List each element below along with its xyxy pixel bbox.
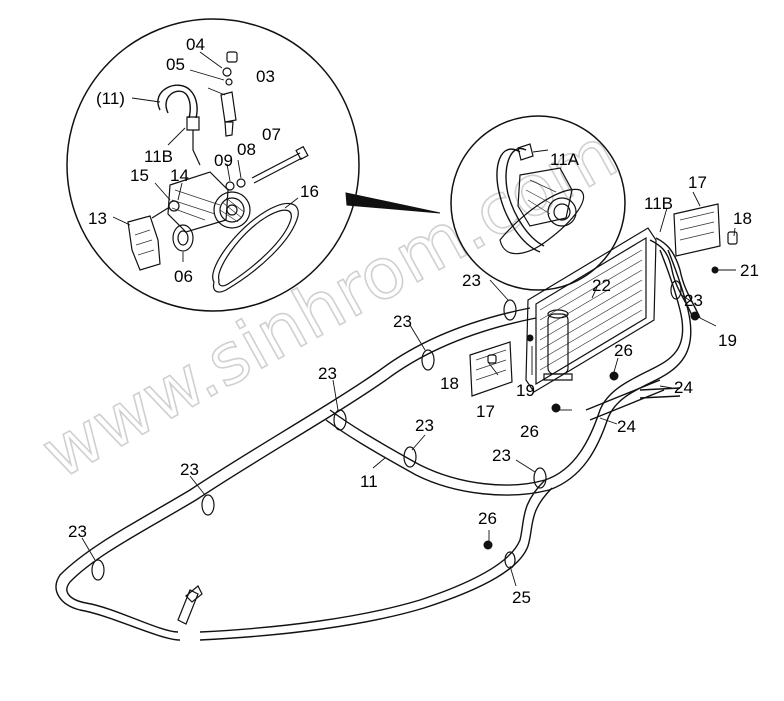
label-23-g: 23 — [492, 446, 511, 465]
label-11-paren: (11) — [96, 89, 125, 108]
label-04: 04 — [186, 35, 205, 54]
label-18-mid: 18 — [440, 374, 459, 393]
label-23-e: 23 — [180, 460, 199, 479]
label-17-top: 17 — [688, 173, 707, 192]
compressor-body — [167, 171, 251, 233]
label-26-c: 26 — [478, 509, 497, 528]
label-22: 22 — [592, 276, 611, 295]
label-17-mid: 17 — [476, 402, 495, 421]
bracket-right — [673, 203, 738, 274]
label-06: 06 — [174, 267, 193, 286]
labels: 04 05 03 (11) 07 11B 08 09 16 15 14 13 0… — [68, 35, 759, 607]
label-24-b: 24 — [617, 417, 636, 436]
label-23-a: 23 — [462, 271, 481, 290]
detail-circle-engine — [450, 115, 626, 291]
detail-circle-compressor — [66, 18, 441, 312]
label-08: 08 — [237, 140, 256, 159]
label-24-a: 24 — [674, 378, 693, 397]
label-19-mid: 19 — [516, 381, 535, 400]
label-23-b: 23 — [393, 312, 412, 331]
label-11A: 11A — [550, 150, 580, 169]
clamps — [91, 280, 682, 581]
label-18-right: 18 — [733, 209, 752, 228]
label-26-b: 26 — [520, 422, 539, 441]
bolt-26-b — [551, 403, 561, 413]
label-19-right: 19 — [718, 331, 737, 350]
label-15: 15 — [130, 166, 149, 185]
label-21: 21 — [740, 261, 759, 280]
bracket-middle — [469, 334, 534, 397]
label-23-h: 23 — [684, 291, 703, 310]
label-11B-detail: 11B — [144, 147, 173, 166]
label-05: 05 — [166, 55, 185, 74]
label-16: 16 — [300, 182, 319, 201]
label-23-c: 23 — [318, 364, 337, 383]
hose-assembly — [55, 237, 701, 641]
condenser-unit — [525, 227, 657, 393]
label-09: 09 — [214, 151, 233, 170]
pointer-arrow — [345, 192, 441, 214]
label-03: 03 — [256, 67, 275, 86]
label-23-f: 23 — [68, 522, 87, 541]
label-26-a: 26 — [614, 341, 633, 360]
label-25: 25 — [512, 588, 531, 607]
label-07: 07 — [262, 125, 281, 144]
label-14: 14 — [170, 166, 189, 185]
label-11: 11 — [360, 472, 378, 491]
label-13: 13 — [88, 209, 107, 228]
label-23-d: 23 — [415, 416, 434, 435]
bolt-26-a — [609, 371, 619, 381]
watermark-text: www.sinhrom.com — [28, 112, 629, 495]
leader-lines — [81, 191, 736, 587]
label-11B-main: 11B — [644, 194, 673, 213]
bolt-26-c — [483, 540, 493, 550]
